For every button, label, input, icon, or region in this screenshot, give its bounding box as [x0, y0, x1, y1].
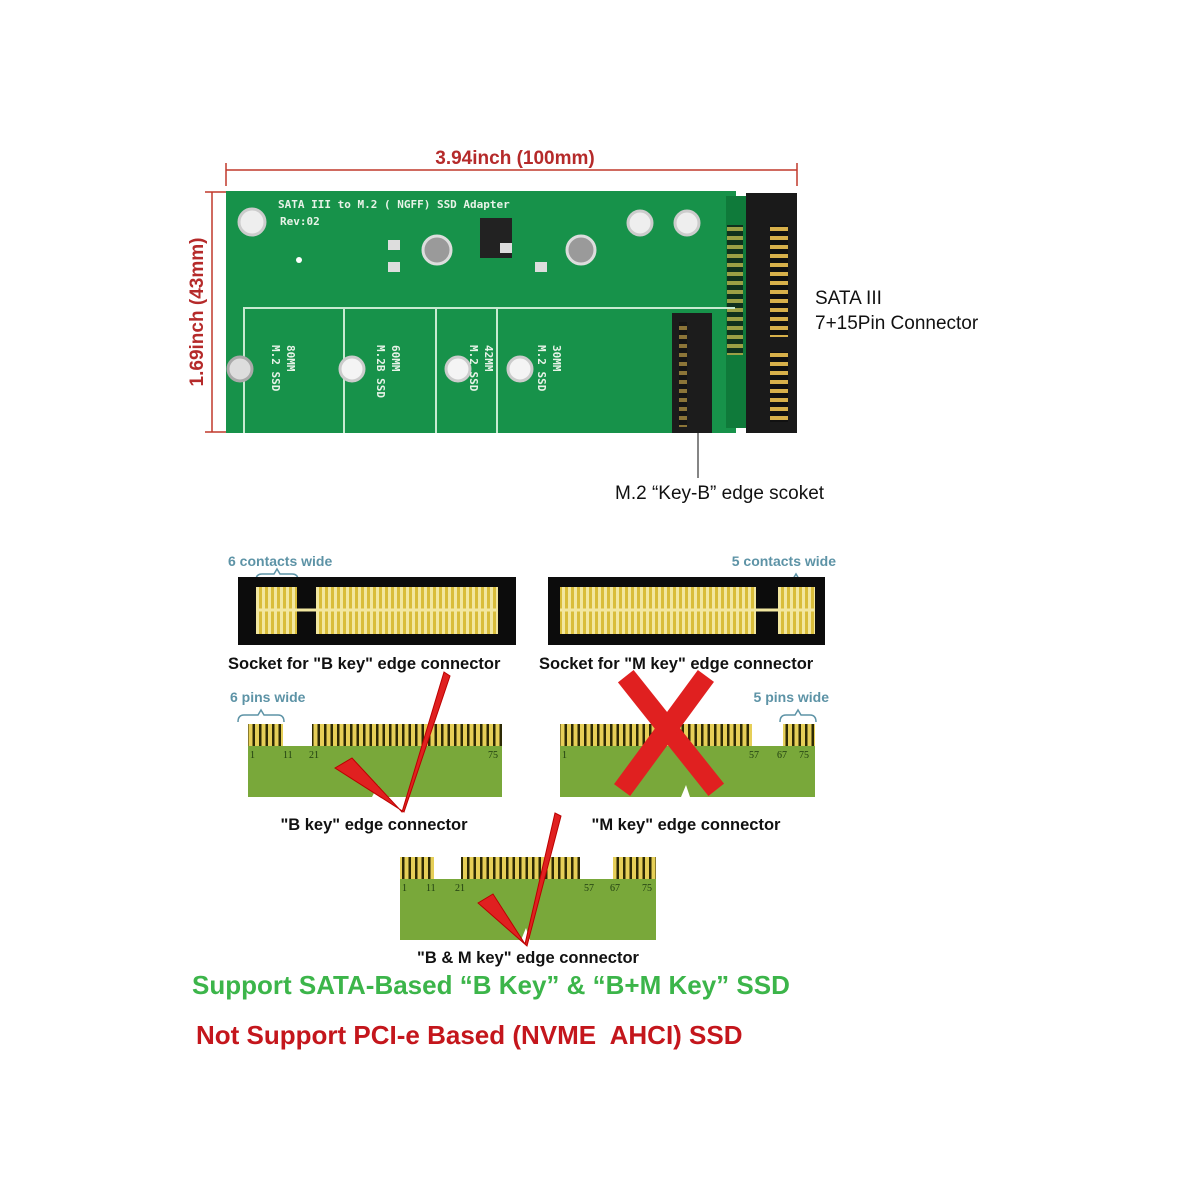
- m-edge-hint: 5 pins wide: [754, 689, 830, 705]
- pin-number-label: 67: [777, 750, 787, 761]
- width-dimension: [225, 163, 798, 186]
- b-key-socket: [238, 577, 516, 645]
- m-socket-caption: Socket for "M key" edge connector: [539, 655, 814, 673]
- b-edge-hint: 6 pins wide: [230, 689, 306, 705]
- pin-number-label: 75: [799, 750, 809, 761]
- not-support-note: Not Support PCI-e Based (NVME AHCI) SSD: [196, 1020, 743, 1050]
- pin-number-label: 67: [610, 883, 620, 894]
- pcb-revision: Rev:02: [280, 215, 320, 228]
- width-label: 3.94inch (100mm): [435, 148, 594, 169]
- checkmark-icon: [334, 671, 451, 813]
- sata-callout-line2: 7+15Pin Connector: [815, 313, 979, 334]
- pin-number-label: 57: [749, 750, 759, 761]
- pcb-title: SATA III to M.2 ( NGFF) SSD Adapter: [278, 198, 510, 211]
- pcb-slot-label: 60MM: [389, 345, 402, 372]
- height-dimension: [205, 191, 226, 433]
- pcb-slot-label: M.2 SSD: [269, 345, 282, 392]
- pin-number-label: 11: [426, 883, 436, 894]
- pcb-slot-label: 80MM: [284, 345, 297, 372]
- adapter-pcb: [226, 191, 797, 433]
- checkmark-icon: [477, 812, 562, 947]
- pcb-slot-label: M.2 SSD: [535, 345, 548, 392]
- m-key-socket: [548, 577, 825, 645]
- m2-socket-callout: M.2 “Key-B” edge scoket: [615, 483, 825, 504]
- bm-edge-caption: "B & M key" edge connector: [417, 949, 640, 967]
- b-socket-caption: Socket for "B key" edge connector: [228, 655, 501, 673]
- m-edge-caption: "M key" edge connector: [592, 816, 782, 834]
- cross-icon: [614, 669, 725, 797]
- m2-socket: [672, 313, 712, 433]
- pin-number-label: 1: [402, 883, 407, 894]
- height-label: 1.69inch (43mm): [187, 238, 208, 387]
- pin-number-label: 75: [488, 750, 498, 761]
- bm-key-edge-connector: [400, 857, 656, 940]
- pcb-slot-label: 42MM: [482, 345, 495, 372]
- pin-number-label: 75: [642, 883, 652, 894]
- b-edge-caption: "B key" edge connector: [280, 816, 468, 834]
- support-note: Support SATA-Based “B Key” & “B+M Key” S…: [192, 970, 790, 1000]
- b-socket-hint: 6 contacts wide: [228, 553, 332, 569]
- pcb-slot-labels: 80MM M.2 SSD 60MM M.2B SSD 42MM M.2 SSD …: [269, 345, 563, 398]
- pcb-slot-label: M.2B SSD: [374, 345, 387, 398]
- sata-callout-line1: SATA III: [815, 288, 882, 309]
- pin-number-label: 21: [309, 750, 319, 761]
- pin-number-label: 11: [283, 750, 293, 761]
- b-key-edge-connector: [248, 724, 502, 797]
- pcb-slot-label: 30MM: [550, 345, 563, 372]
- m-socket-hint: 5 contacts wide: [732, 553, 836, 569]
- pin-number-label: 1: [562, 750, 567, 761]
- pin-number-label: 1: [250, 750, 255, 761]
- pcb-slot-label: M.2 SSD: [467, 345, 480, 392]
- pin-number-label: 57: [584, 883, 594, 894]
- pin-number-label: 21: [455, 883, 465, 894]
